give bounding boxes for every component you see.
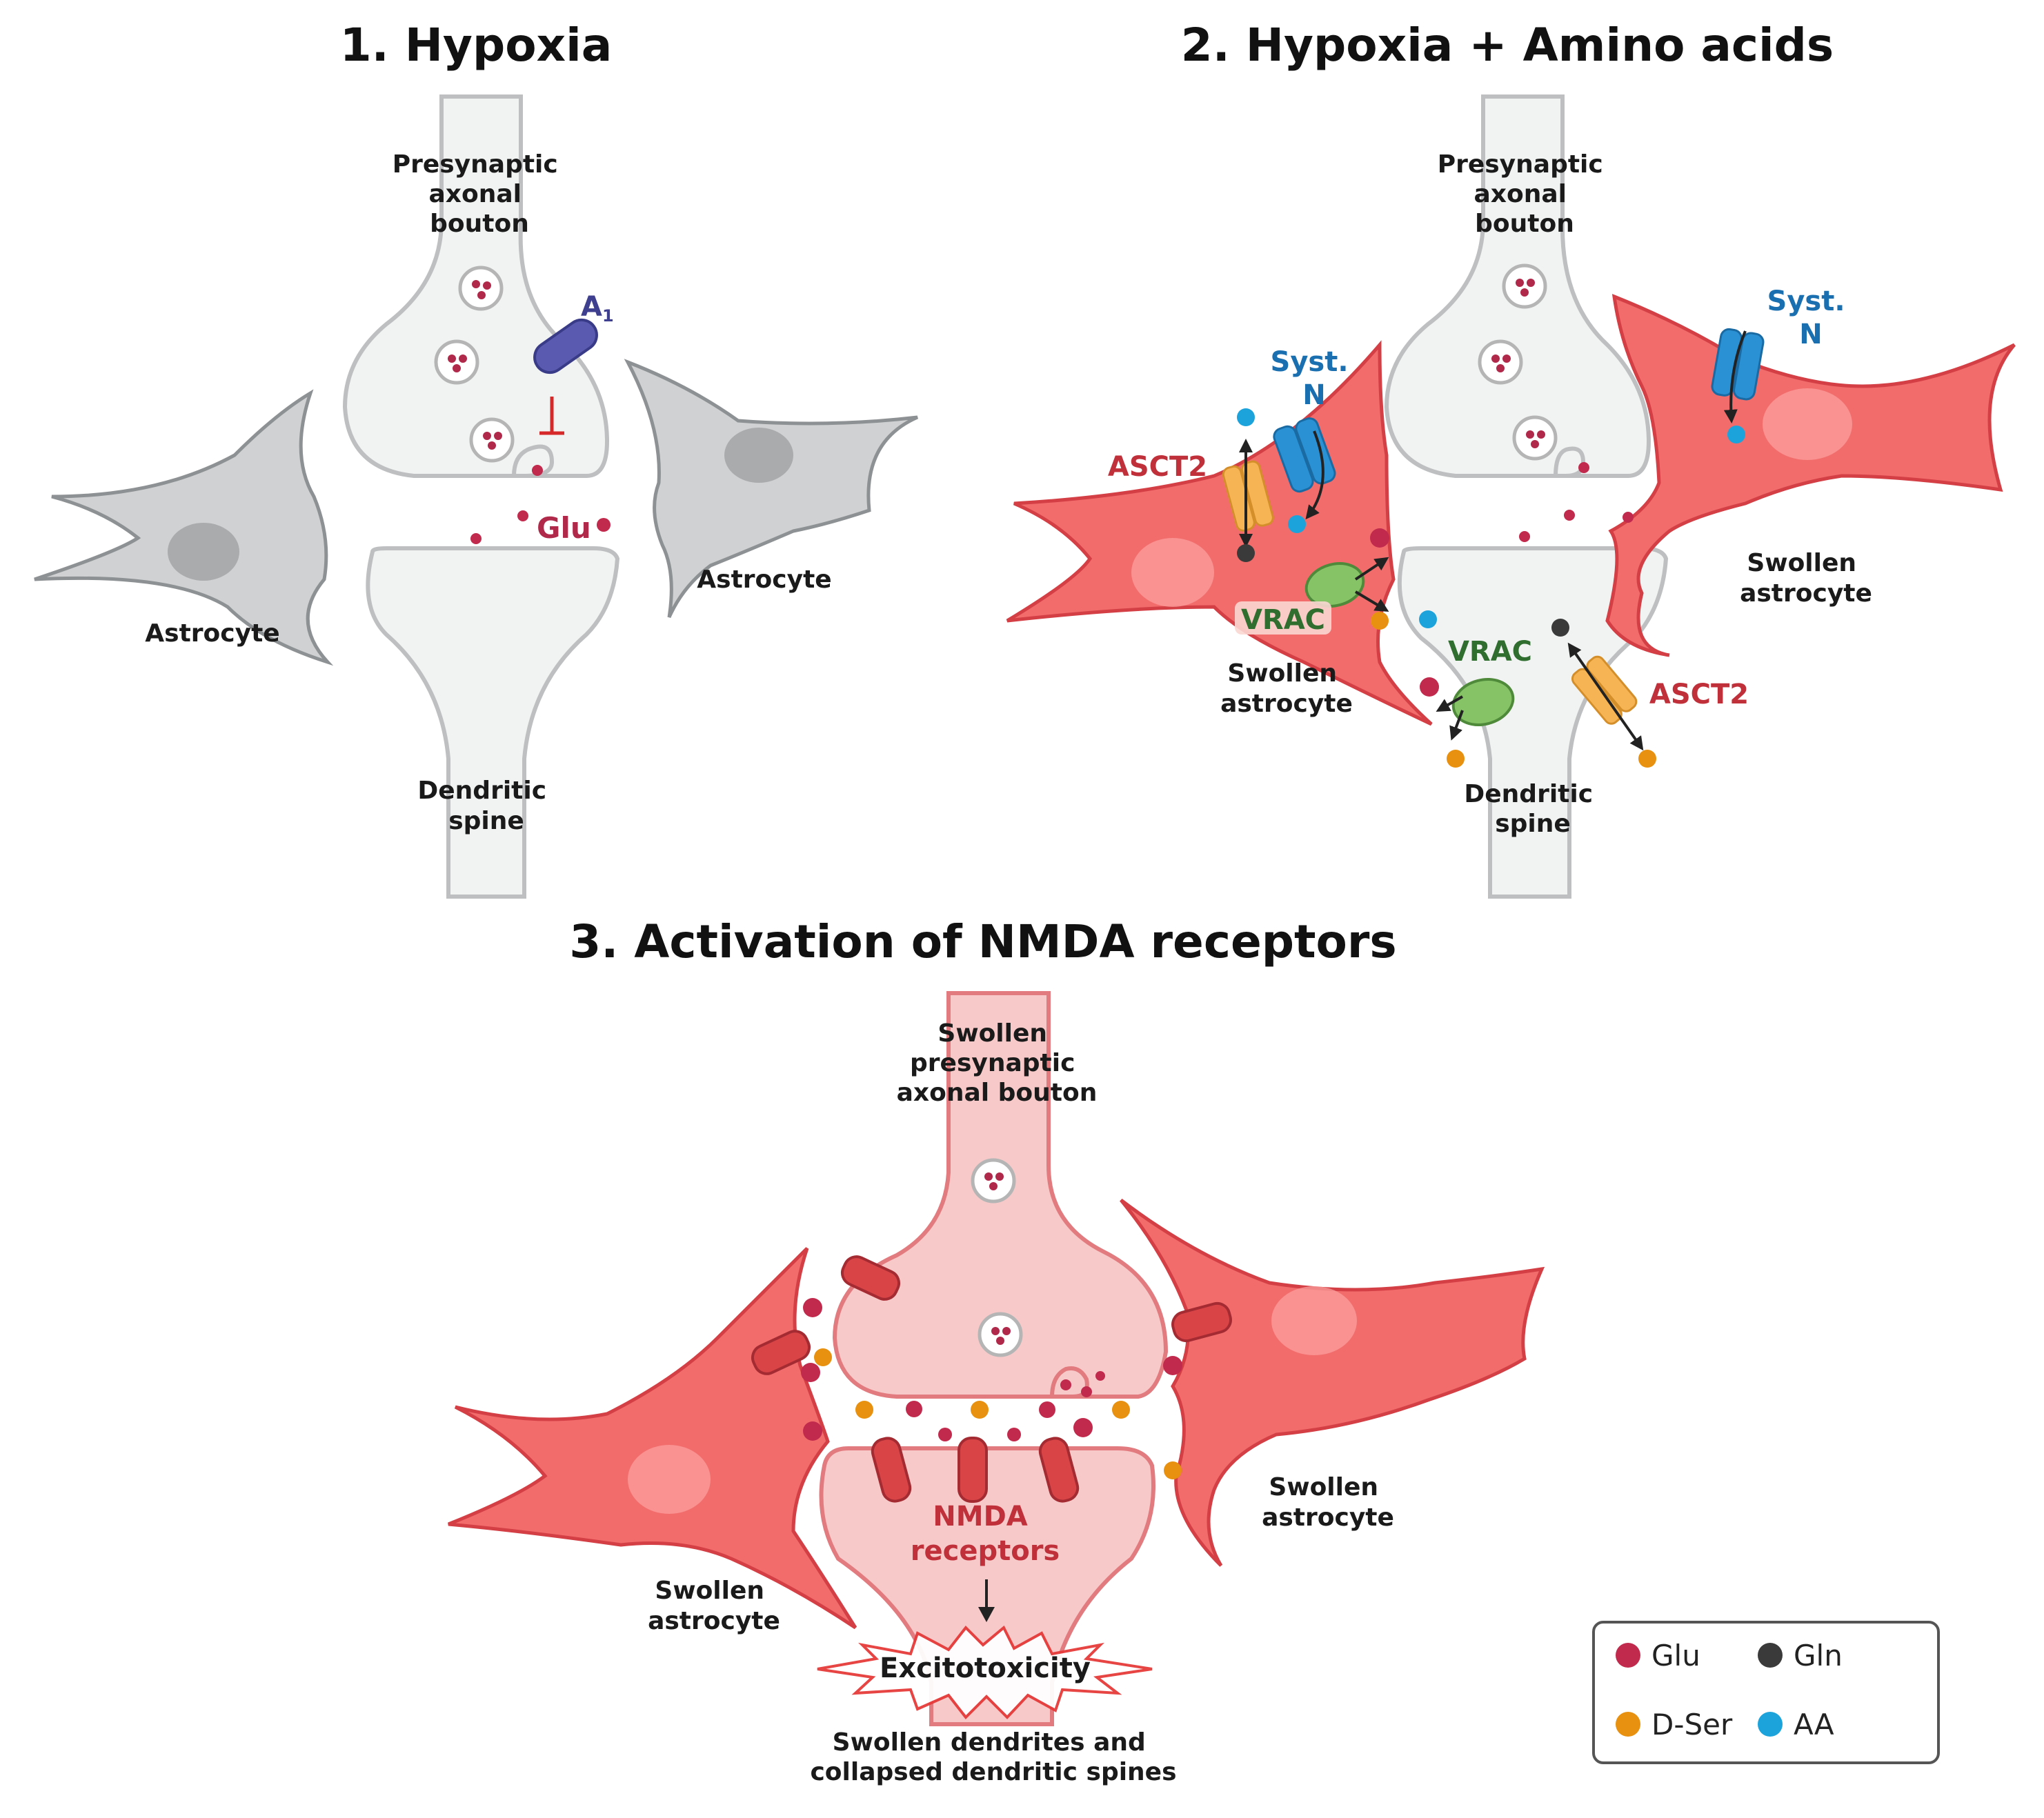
swollen-astrocyte-left-3 (448, 1247, 857, 1630)
vrac-label-right: VRAC (1448, 636, 1532, 668)
legend-gln-label: Gln (1794, 1639, 1843, 1672)
astrocyte-right-label: Astrocyte (697, 566, 831, 594)
swollen-astrocyte-left-nucleus-3 (628, 1445, 711, 1514)
vesicle (978, 1312, 1023, 1357)
panel-3-nmda-activation: 3. Activation of NMDA receptors (448, 915, 1545, 1786)
vrac-channel-right (1451, 678, 1515, 726)
vesicle (469, 417, 515, 463)
nmda-receptor (751, 1330, 811, 1375)
glu-label: Glu (537, 511, 591, 545)
swollen-astrocyte-right-nucleus-2 (1763, 388, 1852, 460)
swollen-astrocyte-right-nucleus-3 (1271, 1286, 1357, 1355)
swollen-presynaptic-label: Swollen presynaptic axonal bouton (897, 1019, 1098, 1107)
a1-receptor (533, 318, 598, 374)
presynaptic-label-1: Presynaptic axonal bouton (393, 150, 567, 238)
panel-1-hypoxia: 1. Hypoxia A1 Glu Presynaptic ax (34, 19, 919, 899)
swollen-astrocyte-right-3 (1120, 1199, 1545, 1567)
nmda-receptor (1171, 1301, 1232, 1343)
legend-gln-swatch (1758, 1643, 1783, 1668)
vesicle (1502, 263, 1547, 309)
dendritic-spine-gray (366, 546, 620, 899)
vesicle (1512, 415, 1558, 461)
vesicle (434, 339, 479, 385)
syst-n-transporter-left (1273, 417, 1336, 493)
legend-aa-label: AA (1794, 1708, 1834, 1741)
nmda-receptors-label: NMDA receptors (911, 1501, 1060, 1567)
legend-glu-label: Glu (1651, 1639, 1700, 1672)
nmda-receptor (1038, 1437, 1080, 1503)
excitotoxicity-label: Excitotoxicity (880, 1652, 1091, 1684)
nmda-receptor (840, 1255, 901, 1301)
panel-2-title: 2. Hypoxia + Amino acids (1181, 19, 1834, 72)
panel-1-title: 1. Hypoxia (340, 19, 613, 72)
asct2-label-left: ASCT2 (1108, 451, 1207, 483)
a1-label: A1 (581, 291, 614, 326)
legend-dser-swatch (1616, 1712, 1640, 1737)
dendritic-label-2: Dendritic spine (1464, 780, 1601, 838)
vrac-channel-left (1304, 562, 1365, 608)
swollen-dendrites-label: Swollen dendrites and collapsed dendriti… (810, 1728, 1176, 1786)
nmda-receptor (957, 1437, 988, 1503)
asct2-label-right: ASCT2 (1649, 679, 1749, 710)
astrocyte-left-gray (34, 389, 334, 666)
swollen-astrocyte-left-nucleus-2 (1131, 538, 1214, 607)
astrocyte-left-nucleus (168, 523, 239, 581)
panel-3-title: 3. Activation of NMDA receptors (569, 915, 1396, 968)
syst-n-label-right: Syst. N (1767, 286, 1855, 350)
legend: Glu Gln D-Ser AA (1592, 1621, 1940, 1764)
vrac-label-left: VRAC (1241, 604, 1325, 636)
vrac-label-bg (1235, 601, 1331, 635)
vesicle (971, 1158, 1016, 1203)
astrocyte-right-nucleus (724, 428, 793, 483)
astrocyte-right-gray (624, 359, 919, 619)
vesicle (458, 266, 504, 311)
swollen-astrocyte-right-2 (1605, 294, 2016, 657)
syst-n-transporter-right (1711, 328, 1765, 401)
swollen-astrocyte-label-right-2: Swollen astrocyte (1740, 549, 1872, 608)
legend-glu-swatch (1616, 1643, 1640, 1668)
swollen-astrocyte-label-right-3: Swollen astrocyte (1262, 1473, 1394, 1532)
syst-n-label-left: Syst. N (1271, 346, 1358, 411)
legend-box (1592, 1621, 1940, 1764)
legend-aa-swatch (1758, 1712, 1783, 1737)
panel-2-hypoxia-amino-acids: 2. Hypoxia + Amino acids (1006, 19, 2016, 899)
nmda-receptor (871, 1437, 912, 1503)
swollen-astrocyte-label-left-3: Swollen astrocyte (648, 1577, 780, 1635)
dendritic-label-1: Dendritic spine (417, 777, 555, 835)
swollen-astrocyte-left-2 (1006, 340, 1433, 726)
vesicle (1478, 339, 1523, 385)
astrocyte-left-label: Astrocyte (145, 619, 279, 648)
legend-dser-label: D-Ser (1651, 1708, 1733, 1741)
presynaptic-label-2: Presynaptic axonal bouton (1438, 150, 1612, 238)
swollen-astrocyte-label-left-2: Swollen astrocyte (1220, 659, 1353, 718)
excitotoxicity-burst (817, 1625, 1153, 1720)
